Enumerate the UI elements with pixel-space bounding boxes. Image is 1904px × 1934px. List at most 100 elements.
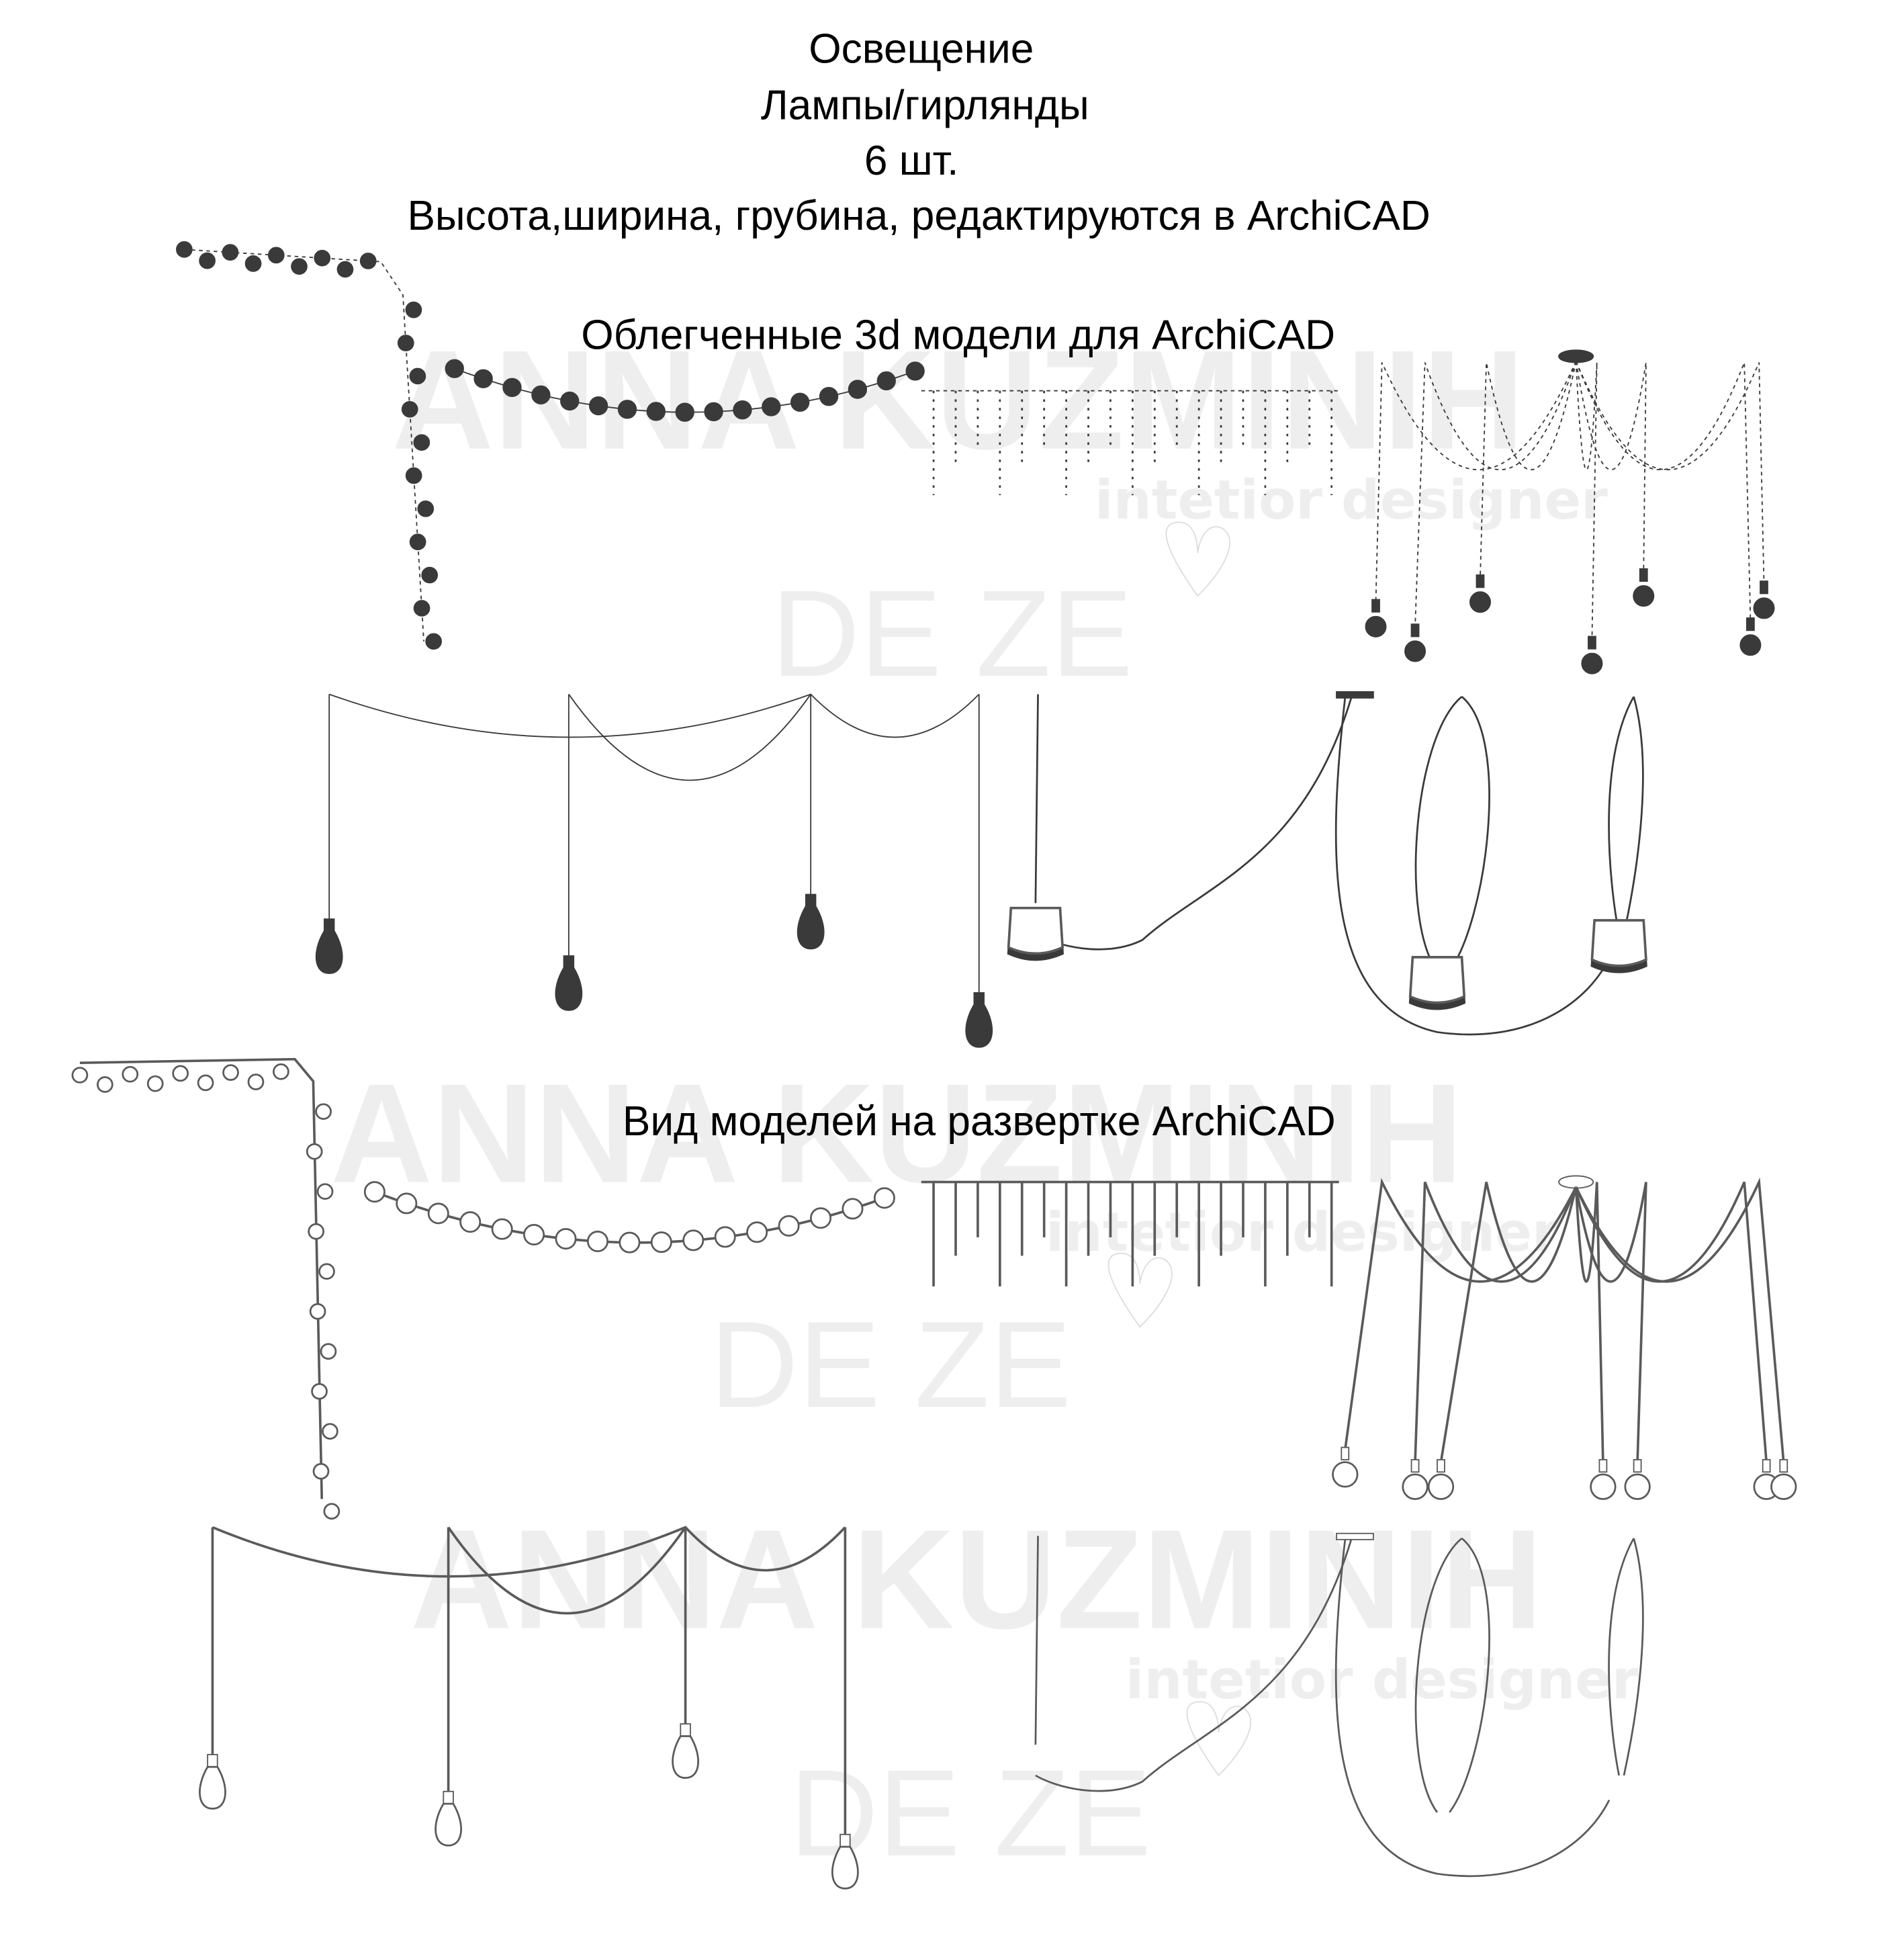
pendant-bulb [1365,615,1387,638]
corner-garland [176,240,442,650]
bulb-socket [1598,1459,1608,1473]
heart-icon [1186,1701,1251,1777]
watermark-tagline: intetior designer [1046,1200,1559,1264]
garland-ball [842,1198,864,1220]
watermark-name: ANNA KUZMINIH [392,321,1524,479]
bulb-socket [563,955,575,969]
pendant-wire [1480,361,1577,578]
bulb-socket [1639,568,1648,582]
heart-icon [1165,521,1230,597]
watermark-group-bottom: ANNA KUZMINIH intetior designer DE ZE [410,1501,1639,1882]
pendant-bulb [1633,585,1655,607]
garland-ball [682,1229,705,1251]
garland-ball [762,397,781,416]
bucket-lamp-shade [1408,956,1466,1004]
garland-ball [396,1192,418,1215]
heart-icon [1107,1252,1173,1328]
garland-ball [704,402,723,422]
edison-bulb [965,1004,993,1048]
edison-bulb [555,967,583,1011]
section-title-unfolded-view: Вид моделей на развертке ArchiCAD [623,1098,1336,1145]
garland-bulb [409,533,426,551]
pendant-bulb [1590,1473,1617,1500]
garland-bulb [405,467,422,484]
bulb-socket [680,1723,691,1737]
garland-bulb [247,1073,265,1090]
page-title: Освещение [809,26,1034,72]
edison-bulb [831,1845,859,1890]
garland-ball [733,400,752,420]
bulb-socket [1588,635,1596,650]
garland-bulb [409,367,426,385]
page-subtitle: Лампы/гирлянды [761,82,1089,128]
garland-wire [184,249,424,642]
pendant-bulb [1581,652,1603,674]
garland-bulb [96,1076,114,1093]
pendant-wire [1343,1178,1578,1450]
bulb-socket [840,1833,851,1848]
festoon-pendants [315,693,993,1048]
bulb-socket [1779,1459,1788,1473]
garland-bulb [413,434,430,451]
garland-ball [778,1215,800,1237]
garland-bulb [309,1303,326,1320]
watermark-group-middle: ANNA KUZMINIH intetior designer DE ZE [330,1055,1559,1434]
garland-ball [819,387,839,406]
garland-bulb [425,633,442,650]
garland-ball [555,1228,577,1250]
pendant-bulb [1770,1473,1797,1500]
bulb-socket [1746,617,1755,631]
garland-ball [363,1181,386,1203]
garland-bulb [397,335,414,351]
garland-bulb [320,1343,337,1360]
garland-ball [617,400,637,419]
garland-ball [523,1223,545,1245]
watermark-group-top: ANNA KUZMINIH intetior designer DE ZE [392,321,1608,702]
garland-bulb [318,1263,335,1280]
watermark-name: ANNA KUZMINIH [410,1501,1543,1659]
ball-garland [445,359,925,422]
pendant-wire [1575,361,1752,621]
pendant-wire [1574,1177,1785,1462]
spider-chandelier [1332,1175,1797,1500]
garland-bulb [308,1223,324,1240]
garland-ball [427,1202,449,1225]
edison-bulb [315,930,343,975]
bucket-wire [1034,694,1353,951]
garland-ball [790,392,810,412]
bucket-wire [1334,1537,1644,1878]
garland-bulb [306,1143,323,1160]
garland-ball [646,402,666,421]
pendant-bulb [1624,1473,1651,1500]
ball-garland [363,1181,895,1254]
bucket-wire [1034,1536,1353,1792]
bulb-socket [207,1753,218,1768]
bulb-socket [1476,574,1485,588]
pendant-bulb [1469,591,1491,613]
garland-bulb [199,252,216,269]
garland-ball [560,391,580,411]
garland-bulb [312,1462,330,1480]
models-unfolded-group [71,906,1797,1890]
bulb-socket [1633,1459,1642,1473]
garland-bulb [401,400,418,418]
garland-ball [588,396,608,416]
edison-bulb [797,906,825,950]
garland-ball [445,359,464,378]
pendant-bulb [1404,640,1426,662]
edison-bulb [672,1735,699,1779]
bucket-wire [1334,696,1644,1036]
garland-bulb [417,500,435,517]
section-title-3d-models: Облегченные 3d модели для ArchiCAD [581,312,1335,358]
garland-bulb [197,1074,214,1092]
editable-note: Высота,ширина, грубина, редактируются в … [407,193,1430,239]
pendant-wire [1375,361,1577,603]
bucket-pendants [1007,691,1647,1036]
garland-ball [619,1231,641,1254]
garland-ball [873,1187,895,1209]
pendant-wire [1414,1181,1578,1462]
bulb-socket [443,1790,454,1804]
festoon-wire [328,693,980,781]
garland-ball [714,1226,736,1248]
